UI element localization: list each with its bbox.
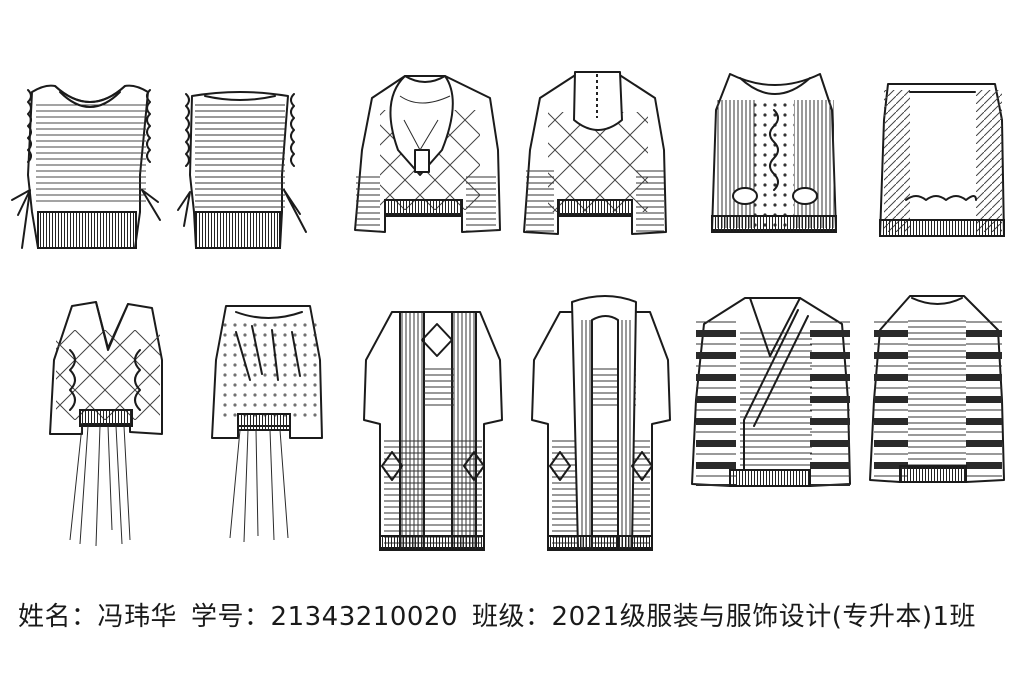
student-id: 21343210020 xyxy=(270,602,459,632)
class-name: 2021级服装与服饰设计(专升本)1班 xyxy=(551,602,977,632)
long-scarf-cardigan-front-sketch xyxy=(363,311,503,551)
class-label: 班级： xyxy=(472,602,552,632)
student-info-line: 姓名：冯玮华学号：21343210020 班级：2021级服装与服饰设计(专升本)… xyxy=(18,596,976,633)
wrap-striped-sweater-back-sketch xyxy=(869,295,1005,483)
cable-vest-back-sketch xyxy=(879,83,1005,237)
shawl-collar-sweater-front-sketch xyxy=(354,75,501,233)
ruffle-vest-front-sketch xyxy=(11,84,161,249)
student-id-label: 学号： xyxy=(191,602,271,632)
v-neck-fringe-sweater-back-sketch xyxy=(211,305,323,543)
long-scarf-cardigan-back-sketch xyxy=(531,295,671,551)
sketch-board xyxy=(11,71,1005,551)
v-neck-fringe-sweater-front-sketch xyxy=(49,301,163,547)
student-name: 冯玮华 xyxy=(97,602,178,632)
shawl-collar-sweater-back-sketch xyxy=(523,71,667,235)
ruffle-vest-back-sketch xyxy=(177,91,307,249)
wrap-striped-sweater-front-sketch xyxy=(691,297,851,487)
cable-vest-front-sketch xyxy=(711,73,837,233)
name-label: 姓名： xyxy=(18,602,98,632)
